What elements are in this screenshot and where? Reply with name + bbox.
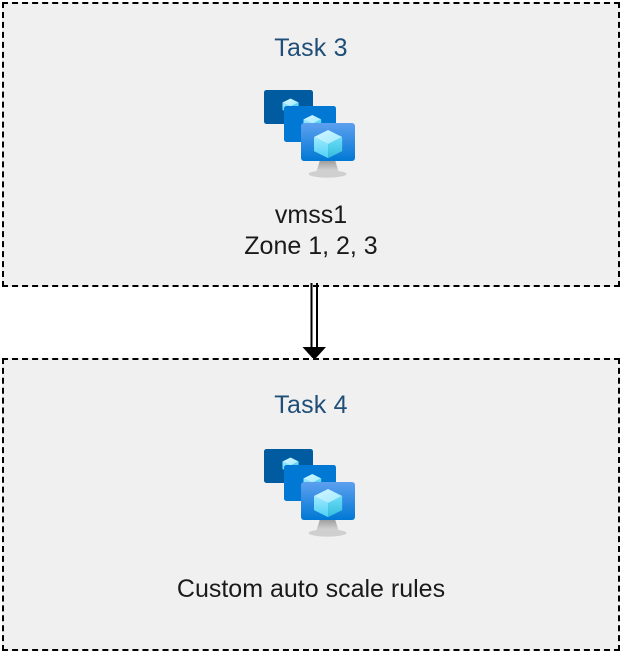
- arrowhead-icon: [302, 347, 326, 360]
- task-title-task-4: Task 4: [274, 391, 348, 419]
- caption-line-1: Custom auto scale rules: [176, 575, 446, 603]
- vm-scale-set-icon: [264, 449, 355, 537]
- caption-line-1: vmss1: [274, 201, 348, 229]
- caption-block-task-4: Custom auto scale rules: [177, 574, 445, 605]
- caption-block-task-3: vmss1 Zone 1, 2, 3: [244, 200, 377, 262]
- connector-arrow-task3-to-task4: [302, 283, 326, 360]
- vm-scale-set-icon: [264, 90, 355, 178]
- monitor-front-shape: [301, 482, 355, 520]
- monitor-stand-shape: [308, 519, 347, 537]
- monitor-front-shape: [301, 123, 355, 161]
- monitor-stand-shape: [308, 160, 347, 178]
- task-box-task-4[interactable]: Task 4: [2, 358, 620, 651]
- task-box-task-3[interactable]: Task 3: [2, 2, 620, 287]
- task-title-task-3: Task 3: [274, 34, 348, 62]
- caption-line-2: Zone 1, 2, 3: [244, 232, 378, 260]
